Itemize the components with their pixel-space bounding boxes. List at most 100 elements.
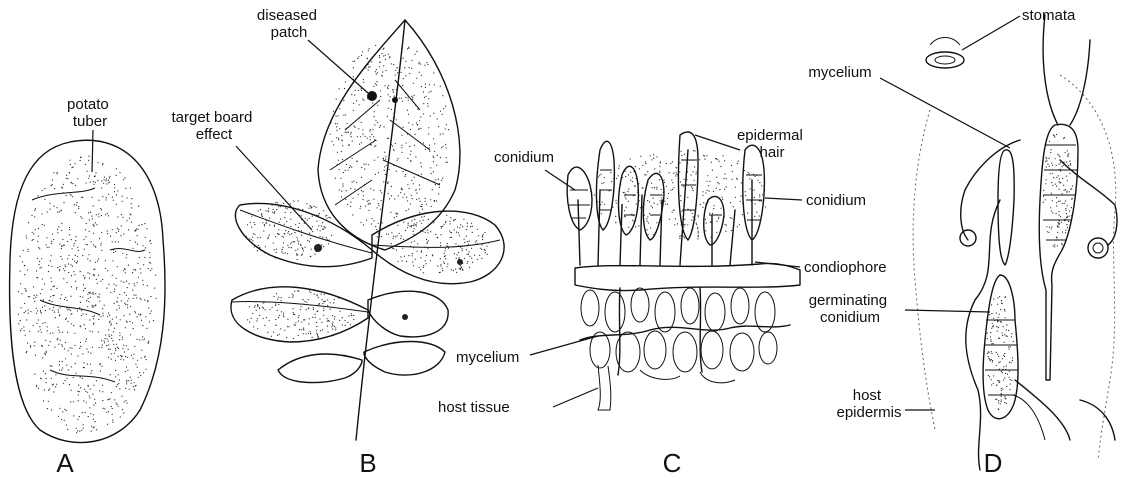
stipple-dot (277, 310, 278, 311)
stipple-dot (412, 198, 413, 199)
stipple-dot (419, 120, 420, 121)
stipple-dot (98, 216, 99, 217)
stipple-dot (79, 391, 80, 392)
stipple-dot (62, 239, 63, 240)
stipple-dot (30, 345, 31, 346)
stipple-dot (1043, 202, 1044, 203)
stipple-dot (92, 292, 93, 293)
stipple-dot (260, 209, 261, 210)
stipple-dot (1012, 357, 1013, 358)
stipple-dot (647, 220, 648, 221)
stipple-dot (130, 187, 131, 188)
stipple-dot (666, 186, 667, 187)
stipple-dot (75, 185, 76, 186)
stipple-dot (656, 187, 657, 188)
stipple-dot (749, 178, 750, 179)
stipple-dot (284, 224, 285, 225)
stipple-dot (85, 328, 86, 329)
stipple-dot (116, 386, 117, 387)
stipple-dot (56, 288, 57, 289)
stipple-dot (416, 78, 417, 79)
stipple-dot (376, 74, 377, 75)
stipple-dot (126, 403, 127, 404)
stipple-dot (302, 248, 303, 249)
stipple-dot (713, 191, 714, 192)
stipple-dot (1064, 203, 1065, 204)
stipple-dot (663, 192, 664, 193)
stipple-dot (117, 190, 118, 191)
stipple-dot (78, 400, 79, 401)
stipple-dot (269, 320, 270, 321)
stipple-dot (1006, 335, 1007, 336)
stipple-dot (680, 151, 681, 152)
stipple-dot (128, 349, 129, 350)
stipple-dot (145, 247, 146, 248)
stipple-dot (47, 247, 48, 248)
stipple-dot (997, 321, 998, 322)
stipple-dot (413, 231, 414, 232)
stipple-dot (383, 158, 384, 159)
stipple-dot (351, 132, 352, 133)
stipple-dot (249, 238, 250, 239)
stipple-dot (134, 389, 135, 390)
stipple-dot (696, 224, 697, 225)
stipple-dot (135, 269, 136, 270)
stipple-dot (998, 402, 999, 403)
stipple-dot (742, 203, 743, 204)
stipple-dot (419, 201, 420, 202)
stipple-dot (434, 151, 435, 152)
stipple-dot (310, 292, 311, 293)
stipple-dot (660, 222, 661, 223)
stipple-dot (150, 270, 151, 271)
stipple-dot (635, 226, 636, 227)
stipple-dot (327, 321, 328, 322)
stipple-dot (692, 228, 693, 229)
stipple-dot (121, 396, 122, 397)
stipple-dot (86, 314, 87, 315)
stipple-dot (997, 330, 998, 331)
stipple-dot (410, 129, 411, 130)
stipple-dot (133, 354, 134, 355)
stipple-dot (108, 344, 109, 345)
stipple-dot (294, 232, 295, 233)
stipple-dot (77, 355, 78, 356)
stipple-dot (126, 321, 127, 322)
stipple-dot (98, 319, 99, 320)
stipple-dot (305, 333, 306, 334)
stipple-dot (58, 330, 59, 331)
stipple-dot (59, 369, 60, 370)
stipple-dot (51, 281, 52, 282)
stipple-dot (427, 103, 428, 104)
stipple-dot (334, 316, 335, 317)
stipple-dot (316, 326, 317, 327)
stipple-dot (114, 303, 115, 304)
stipple-dot (54, 206, 55, 207)
stipple-dot (86, 300, 87, 301)
stipple-dot (687, 163, 688, 164)
stipple-dot (63, 192, 64, 193)
condiophore-leader (755, 262, 800, 267)
stipple-dot (705, 230, 706, 231)
stipple-dot (314, 294, 315, 295)
stipple-dot (90, 292, 91, 293)
stipple-dot (323, 315, 324, 316)
stipple-dot (351, 167, 352, 168)
stipple-dot (137, 235, 138, 236)
stipple-dot (625, 176, 626, 177)
stipple-dot (365, 136, 366, 137)
stipple-dot (369, 203, 370, 204)
stipple-dot (647, 171, 648, 172)
stipple-dot (1057, 154, 1058, 155)
stipple-dot (998, 338, 999, 339)
stipple-dot (403, 222, 404, 223)
stipple-dot (415, 134, 416, 135)
stipple-dot (287, 319, 288, 320)
stipple-dot (342, 159, 343, 160)
stipple-dot (84, 277, 85, 278)
stipple-dot (36, 295, 37, 296)
stipple-dot (401, 235, 402, 236)
stipple-dot (1058, 201, 1059, 202)
stipple-dot (1059, 189, 1060, 190)
stipple-dot (317, 311, 318, 312)
stipple-dot (18, 323, 19, 324)
